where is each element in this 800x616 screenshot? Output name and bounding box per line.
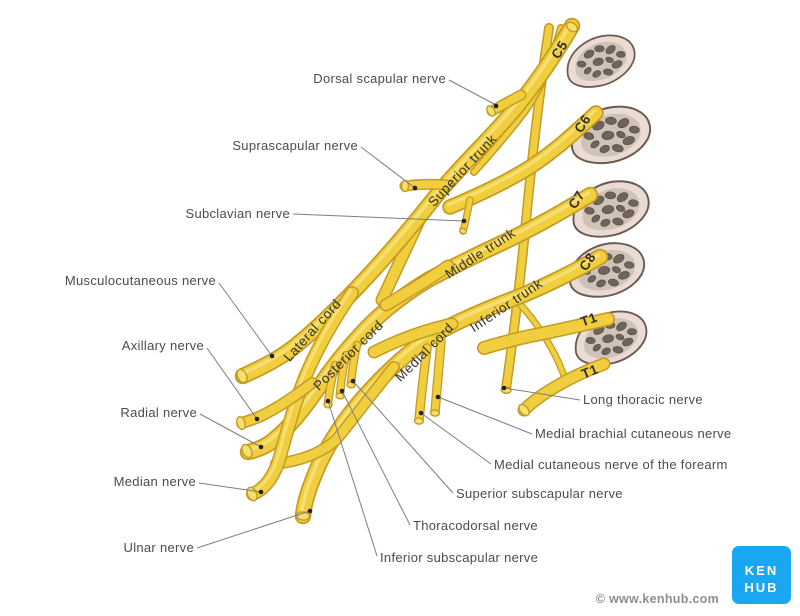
leader-dot bbox=[269, 353, 275, 359]
kenhub-logo: KEN HUB bbox=[732, 546, 791, 604]
leader-line bbox=[327, 400, 378, 557]
label-thoracodorsal-nerve: Thoracodorsal nerve bbox=[413, 518, 538, 533]
leader-dot bbox=[350, 378, 356, 384]
leader-dot bbox=[461, 218, 467, 224]
leader-line bbox=[196, 510, 311, 549]
leader-dot bbox=[493, 103, 499, 109]
kenhub-logo-line2: HUB bbox=[744, 580, 778, 595]
callouts-left: Dorsal scapular nerve Suprascapular nerv… bbox=[65, 71, 499, 555]
leader-dot bbox=[412, 185, 418, 191]
leader-line bbox=[292, 213, 465, 222]
callout-suprascapular-nerve: Suprascapular nerve bbox=[232, 138, 418, 191]
label-ulnar-nerve: Ulnar nerve bbox=[124, 540, 195, 555]
leader-line bbox=[206, 347, 258, 420]
leader-dot bbox=[258, 489, 264, 495]
label-suprascapular-nerve: Suprascapular nerve bbox=[232, 138, 358, 153]
label-medial-cutaneous-nerve-of-the-forearm: Medial cutaneous nerve of the forearm bbox=[494, 457, 728, 472]
callout-ulnar-nerve: Ulnar nerve bbox=[124, 508, 313, 555]
label-radial-nerve: Radial nerve bbox=[120, 405, 197, 420]
leader-dot bbox=[254, 416, 260, 422]
leader-line bbox=[198, 482, 262, 493]
leader-dot bbox=[307, 508, 313, 514]
callout-radial-nerve: Radial nerve bbox=[120, 405, 264, 450]
label-median-nerve: Median nerve bbox=[114, 474, 196, 489]
label-long-thoracic-nerve: Long thoracic nerve bbox=[583, 392, 703, 407]
leader-line bbox=[352, 380, 454, 494]
leader-dot bbox=[258, 444, 264, 450]
callout-medial-cutaneous-nerve-of-the-forearm: Medial cutaneous nerve of the forearm bbox=[418, 410, 728, 472]
callout-dorsal-scapular-nerve: Dorsal scapular nerve bbox=[313, 71, 499, 109]
label-superior-subscapular-nerve: Superior subscapular nerve bbox=[456, 486, 623, 501]
root-label-t1: T1 bbox=[578, 310, 599, 330]
nerve-plexus bbox=[235, 20, 608, 520]
leader-line bbox=[341, 390, 411, 526]
t1-connector-path bbox=[520, 304, 567, 384]
callout-median-nerve: Median nerve bbox=[114, 474, 264, 495]
leader-line bbox=[448, 79, 497, 106]
leader-line bbox=[360, 146, 416, 189]
leader-dot bbox=[325, 398, 331, 404]
leader-line bbox=[437, 396, 533, 435]
leader-dot bbox=[339, 388, 345, 394]
leader-dot bbox=[435, 394, 441, 400]
trunk-label-middle: Middle trunk bbox=[442, 225, 518, 282]
label-dorsal-scapular-nerve: Dorsal scapular nerve bbox=[313, 71, 446, 86]
callouts-right: Long thoracic nerve Medial brachial cuta… bbox=[325, 378, 731, 565]
label-subclavian-nerve: Subclavian nerve bbox=[185, 206, 290, 221]
kenhub-logo-line1: KEN bbox=[745, 563, 778, 578]
root-label-t1-lower: T1 bbox=[579, 361, 600, 381]
label-medial-brachial-cutaneous-nerve: Medial brachial cutaneous nerve bbox=[535, 426, 731, 441]
leader-line bbox=[218, 282, 273, 357]
leader-dot bbox=[418, 410, 424, 416]
callout-thoracodorsal-nerve: Thoracodorsal nerve bbox=[339, 388, 538, 533]
leader-dot bbox=[501, 385, 507, 391]
callout-long-thoracic-nerve: Long thoracic nerve bbox=[501, 385, 703, 407]
callout-musculocutaneous-nerve: Musculocutaneous nerve bbox=[65, 273, 275, 359]
label-axillary-nerve: Axillary nerve bbox=[122, 338, 204, 353]
callout-axillary-nerve: Axillary nerve bbox=[122, 338, 260, 422]
callout-medial-brachial-cutaneous-nerve: Medial brachial cutaneous nerve bbox=[435, 394, 731, 441]
medial-brachial-cutaneous-stub-path bbox=[435, 341, 441, 412]
leader-line bbox=[420, 412, 492, 465]
kenhub-logo-box bbox=[732, 546, 791, 604]
callout-superior-subscapular-nerve: Superior subscapular nerve bbox=[350, 378, 623, 501]
leader-line bbox=[503, 387, 581, 401]
copyright-link[interactable]: © www.kenhub.com bbox=[596, 592, 719, 606]
label-inferior-subscapular-nerve: Inferior subscapular nerve bbox=[380, 550, 538, 565]
leader-line bbox=[199, 413, 262, 448]
label-musculocutaneous-nerve: Musculocutaneous nerve bbox=[65, 273, 216, 288]
callout-inferior-subscapular-nerve: Inferior subscapular nerve bbox=[325, 398, 538, 565]
callout-subclavian-nerve: Subclavian nerve bbox=[185, 206, 467, 224]
